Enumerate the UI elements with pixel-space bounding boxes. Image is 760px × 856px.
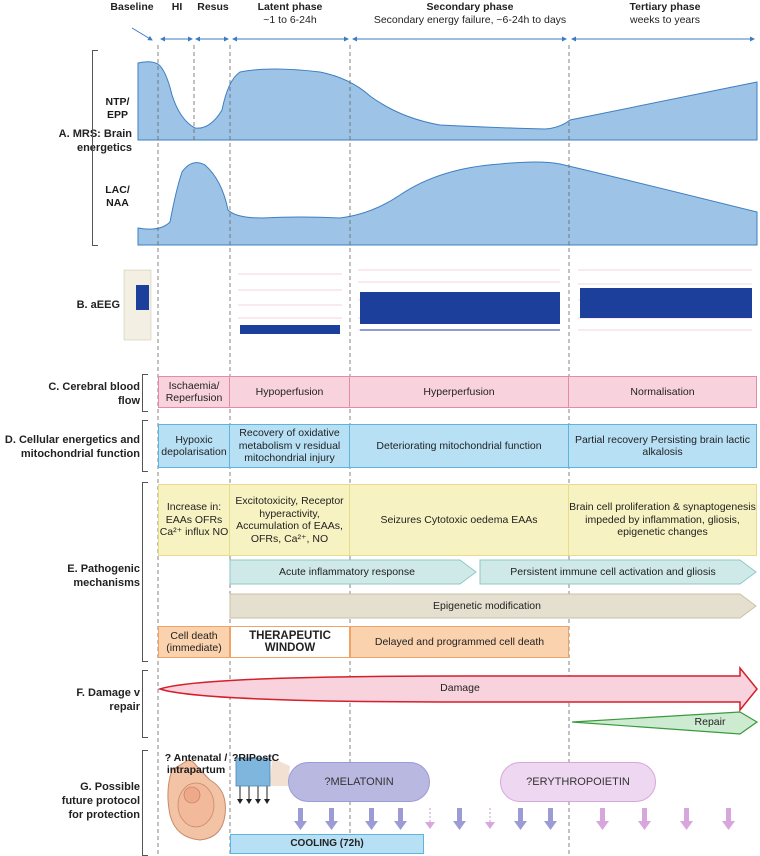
bracket-cbf <box>142 374 148 412</box>
phase-baseline: Baseline <box>110 1 154 13</box>
bracket-pathogenic <box>142 482 148 662</box>
erythropoietin-arrows <box>596 808 735 830</box>
bracket-protection <box>142 750 148 856</box>
lac-naa-label: LAC/ NAA <box>105 184 130 209</box>
damage-arrow <box>157 665 758 713</box>
cbf-ischaemia: Ischaemia/ Reperfusion <box>158 376 230 408</box>
cell-death-immediate: Cell death (immediate) <box>158 626 230 658</box>
cbf-normalisation: Normalisation <box>569 376 757 408</box>
row-label-damage-repair: F. Damage v repair <box>76 687 140 713</box>
epigenetic-label: Epigenetic modification <box>433 600 541 612</box>
repair-label: Repair <box>694 716 726 728</box>
ntp-epp-curve <box>137 61 758 141</box>
delayed-cell-death: Delayed and programmed cell death <box>350 626 569 658</box>
ripostc-arrowheads <box>237 799 270 804</box>
row-label-protection: G. Possible future protocol for protecti… <box>61 781 140 821</box>
pathogenic-proliferation: Brain cell proliferation & synaptogenesi… <box>569 484 757 556</box>
epigenetic-arrow <box>229 593 757 619</box>
ntp-epp-label: NTP/ EPP <box>105 96 130 121</box>
ripostc-illustration <box>235 757 290 787</box>
persistent-activation-arrow <box>479 559 757 585</box>
persistent-activation-label: Persistent immune cell activation and gl… <box>510 566 716 578</box>
row-label-mrs: A. MRS: Brain energetics <box>58 128 132 154</box>
phase-resus: Resus <box>197 1 229 13</box>
melatonin-arrows <box>294 808 557 830</box>
phase-hi: HI <box>171 1 183 13</box>
cellular-recovery: Recovery of oxidative metabolism v resid… <box>230 424 350 468</box>
ripostc-label: ?RIPostC <box>232 752 280 764</box>
row-label-cellular: D. Cellular energetics and mitochondrial… <box>4 434 140 460</box>
pathogenic-excitotoxicity: Excitotoxicity, Receptor hyperactivity, … <box>230 484 350 556</box>
row-label-pathogenic: E. Pathogenic mechanisms <box>67 563 140 589</box>
timeline-arrows <box>131 27 755 42</box>
cbf-hyperperfusion: Hyperperfusion <box>350 376 569 408</box>
aeeg-traces <box>123 269 752 341</box>
bracket-damage-repair <box>142 670 148 738</box>
erythropoietin-pill: ?ERYTHROPOIETIN <box>500 762 656 802</box>
ripostc-arrows <box>239 786 268 800</box>
row-label-cbf: C. Cerebral blood flow <box>48 381 140 407</box>
row-label-aeeg: B. aEEG <box>76 299 120 311</box>
acute-inflammatory-label: Acute inflammatory response <box>279 566 415 578</box>
bracket-mrs <box>92 50 98 246</box>
pathogenic-increase: Increase in: EAAs OFRs Ca²⁺ influx NO <box>158 484 230 556</box>
antenatal-illustration <box>167 759 226 841</box>
lac-naa-curve <box>137 161 758 246</box>
acute-inflammatory-arrow <box>229 559 477 585</box>
phase-latent: Latent phase~1 to 6-24h <box>257 1 323 26</box>
cellular-deteriorating: Deteriorating mitochondrial function <box>350 424 569 468</box>
pathogenic-seizures: Seizures Cytotoxic oedema EAAs <box>350 484 569 556</box>
damage-label: Damage <box>440 682 480 694</box>
bracket-cellular <box>142 420 148 472</box>
melatonin-pill: ?MELATONIN <box>288 762 430 802</box>
cellular-partial-recovery: Partial recovery Persisting brain lactic… <box>569 424 757 468</box>
therapeutic-window: THERAPEUTIC WINDOW <box>230 626 350 658</box>
phase-dividers <box>157 45 570 856</box>
antenatal-label: ? Antenatal / intrapartum <box>164 752 228 776</box>
repair-arrow <box>571 711 759 735</box>
cellular-hypoxic: Hypoxic depolarisation <box>158 424 230 468</box>
cbf-hypoperfusion: Hypoperfusion <box>230 376 350 408</box>
cooling-bar: COOLING (72h) <box>230 834 424 854</box>
